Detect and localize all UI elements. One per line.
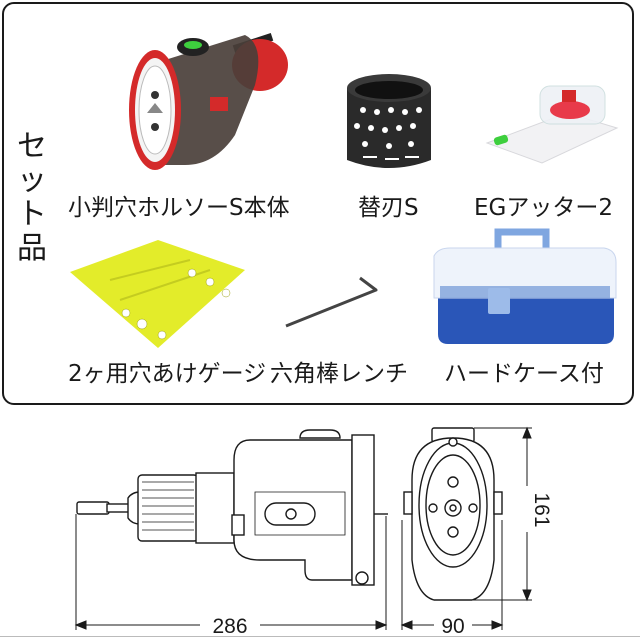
heading-char: ト	[17, 197, 47, 232]
item-label: EGアッター2	[474, 195, 613, 221]
eg-atter-photo	[485, 85, 619, 164]
front-view-drawing: 90 161	[400, 426, 553, 638]
heading-char: ッ	[17, 163, 47, 198]
heading-char: セ	[17, 129, 47, 164]
hole-saw-body-photo	[129, 33, 288, 170]
item-label: ハードケース付	[444, 361, 604, 387]
drilling-gauge-photo	[70, 240, 245, 348]
length-dimension: 286	[212, 615, 247, 638]
item-label: 小判穴ホルソーS本体	[68, 195, 290, 221]
hex-wrench-photo	[285, 276, 378, 328]
side-view-drawing: 286	[74, 429, 388, 638]
bottom-divider	[0, 636, 640, 637]
hard-case-photo	[433, 228, 617, 344]
replacement-blade-photo	[347, 74, 431, 168]
item-label: 替刃S	[358, 195, 419, 221]
heading-char: 品	[17, 231, 47, 266]
set-items-heading: セ ッ ト 品	[14, 130, 50, 266]
item-label: 2ヶ用穴あけゲージ	[68, 361, 267, 387]
width-dimension: 90	[441, 615, 464, 638]
item-label: 六角棒レンチ	[270, 361, 408, 387]
set-items-box	[2, 2, 634, 405]
height-dimension: 161	[530, 492, 553, 527]
